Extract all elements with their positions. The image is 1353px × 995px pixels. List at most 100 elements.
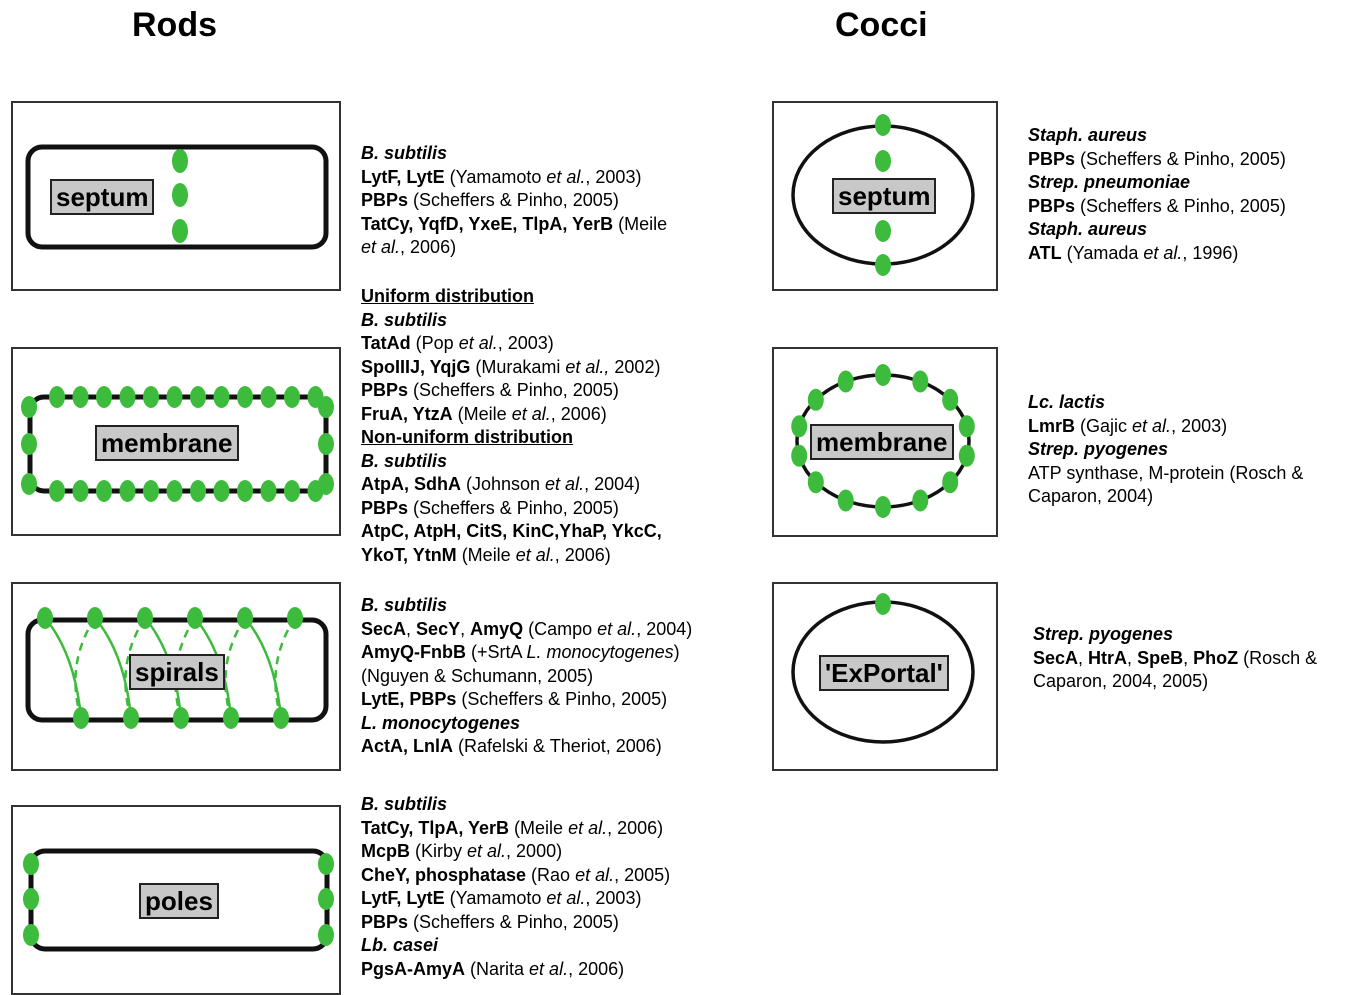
description-line: Strep. pneumoniae (1028, 172, 1191, 192)
membrane-marker (942, 388, 959, 411)
membrane-marker (958, 415, 975, 438)
membrane-marker (875, 496, 891, 518)
description-line: PBPs (Scheffers & Pinho, 2005) (361, 497, 619, 518)
cocci-septum-panel: septum (772, 101, 998, 291)
cocci-header: Cocci (835, 6, 928, 44)
membrane-marker (807, 388, 824, 411)
septum-label: septum (832, 178, 937, 214)
membrane-label: membrane (810, 424, 954, 460)
membrane-marker (190, 386, 206, 408)
rod-poles-panel: poles (11, 805, 341, 995)
septum-label: septum (50, 179, 155, 215)
description-line: AtpC, AtpH, CitS, KinC,YhaP, YkcC, (361, 521, 662, 541)
rod-cell-outline (25, 144, 329, 250)
rod-spirals-panel: spirals (11, 582, 341, 771)
membrane-marker (791, 444, 808, 467)
septum-markers (172, 149, 188, 243)
membrane-label: membrane (95, 425, 239, 461)
rod-septum-panel: septum (11, 101, 341, 291)
membrane-marker (837, 489, 854, 512)
membrane-marker (72, 386, 89, 408)
description-line: LytF, LytE (Yamamoto et al., 2003) (361, 888, 642, 908)
membrane-marker (912, 489, 929, 512)
membrane-marker (21, 433, 37, 455)
membrane-marker (143, 386, 159, 408)
description-line: YkoT, YtnM (Meile et al., 2006) (361, 544, 611, 565)
membrane-marker (807, 471, 824, 494)
membrane-marker (21, 473, 37, 495)
description-line: PBPs (Scheffers & Pinho, 2005) (1028, 148, 1286, 169)
description-line: B. subtilis (361, 595, 448, 615)
description-line: PBPs (Scheffers & Pinho, 2005) (361, 911, 619, 932)
membrane-marker (190, 480, 206, 502)
spirals-label: spirals (129, 654, 225, 690)
rod-membrane-panel: membrane (11, 347, 341, 536)
rod-membrane-description: Uniform distribution B. subtilis TatAd (Po… (361, 285, 662, 567)
description-line: LytE, PBPs (Scheffers & Pinho, 2005) (361, 689, 668, 709)
description-line: TatCy, TlpA, YerB (Meile et al., 2006) (361, 817, 664, 838)
membrane-marker (237, 386, 253, 408)
description-line: Staph. aureus (1028, 125, 1148, 145)
description-line: PBPs (Scheffers & Pinho, 2005) (361, 190, 619, 210)
membrane-marker (942, 471, 959, 494)
description-line: Strep. pyogenes (1033, 624, 1174, 644)
spiral-markers (37, 607, 303, 729)
membrane-marker (96, 480, 112, 502)
membrane-marker (119, 480, 136, 502)
description-line: PgsA-AmyA (Narita et al., 2006) (361, 958, 625, 979)
membrane-marker (958, 444, 975, 467)
exportal-marker (875, 593, 891, 615)
membrane-marker (260, 386, 277, 408)
description-line: PBPs (Scheffers & Pinho, 2005) (361, 380, 619, 400)
description-line: B. subtilis (361, 450, 448, 471)
membrane-marker (837, 370, 854, 393)
description-line: AmyQ-FnbB (+SrtA L. monocytogenes) (361, 642, 680, 662)
description-line: Lc. lactis (1028, 392, 1106, 412)
description-line: et al., 2006) (361, 237, 457, 257)
membrane-marker (791, 415, 808, 438)
description-line: Caparon, 2004) (1028, 486, 1154, 506)
description-line: B. subtilis (361, 143, 448, 163)
membrane-marker (96, 386, 112, 408)
membrane-marker (49, 480, 65, 502)
description-line: FruA, YtzA (Meile et al., 2006) (361, 403, 607, 424)
description-line: Uniform distribution (361, 286, 534, 306)
membrane-marker (875, 364, 891, 386)
description-line: L. monocytogenes (361, 712, 521, 733)
membrane-marker (143, 480, 159, 502)
membrane-marker (284, 386, 300, 408)
cocci-exportal-panel: 'ExPortal' (772, 582, 998, 771)
description-line: LytF, LytE (Yamamoto et al., 2003) (361, 166, 642, 187)
description-line: Lb. casei (361, 935, 439, 955)
membrane-marker (213, 480, 230, 502)
description-line: TatAd (Pop et al., 2003) (361, 333, 554, 353)
poles-label: poles (139, 883, 219, 919)
description-line: Strep. pyogenes (1028, 439, 1169, 459)
membrane-marker (912, 370, 929, 393)
membrane-marker (72, 480, 89, 502)
description-line: McpB (Kirby et al., 2000) (361, 841, 563, 861)
description-line: CheY, phosphatase (Rao et al., 2005) (361, 864, 671, 885)
membrane-marker (318, 433, 334, 455)
membrane-marker (318, 473, 334, 495)
membrane-marker (318, 396, 334, 418)
description-line: SpoIIIJ, YqjG (Murakami et al., 2002) (361, 356, 661, 377)
description-line: TatCy, YqfD, YxeE, TlpA, YerB (Meile (361, 213, 668, 234)
description-line: SecA, HtrA, SpeB, PhoZ (Rosch & (1033, 647, 1318, 668)
description-line: PBPs (Scheffers & Pinho, 2005) (1028, 195, 1286, 216)
description-line: LmrB (Gajic et al., 2003) (1028, 415, 1228, 436)
membrane-markers (791, 364, 975, 518)
description-line: Staph. aureus (1028, 219, 1148, 239)
membrane-marker (119, 386, 136, 408)
membrane-marker (284, 480, 300, 502)
description-line: B. subtilis (361, 794, 448, 814)
membrane-marker (49, 386, 65, 408)
membrane-marker (260, 480, 277, 502)
membrane-marker (166, 386, 183, 408)
cocci-membrane-panel: membrane (772, 347, 998, 537)
